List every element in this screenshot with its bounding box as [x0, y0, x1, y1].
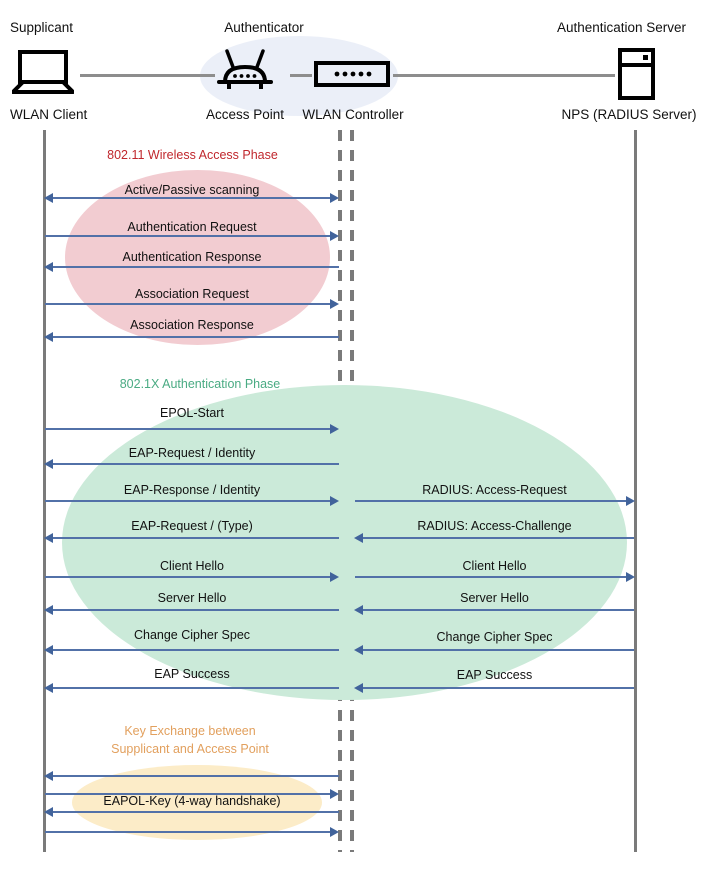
message-label-left-5: EPOL-Start: [160, 406, 224, 420]
message-arrowhead-left-14: [330, 789, 339, 799]
message-arrowhead-left-9: [330, 572, 339, 582]
message-arrowhead-left-13: [44, 771, 53, 781]
message-line-left-1: [45, 235, 333, 237]
message-arrowhead-left-2: [44, 262, 53, 272]
message-label-right-3: Server Hello: [460, 591, 529, 605]
message-line-right-4: [362, 649, 634, 651]
message-line-left-10: [52, 609, 339, 611]
message-arrowhead-left-16: [330, 827, 339, 837]
message-arrowhead-left-3: [330, 299, 339, 309]
message-line-left-16: [45, 831, 333, 833]
message-arrowhead-right-4: [354, 645, 363, 655]
message-label-left-2: Authentication Response: [122, 250, 262, 264]
message-line-left-14: [45, 793, 333, 795]
message-arrowhead-right-2: [626, 572, 635, 582]
server-rack-icon: [617, 48, 657, 100]
message-arrowhead-left-7: [330, 496, 339, 506]
message-arrowhead-left-5: [330, 424, 339, 434]
phase-label-wireless-access: 802.11 Wireless Access Phase: [107, 148, 278, 162]
message-line-left-13: [52, 775, 339, 777]
message-line-left-3: [45, 303, 333, 305]
actor-role-auth-server: Authentication Server: [556, 20, 687, 35]
network-switch-icon: [314, 60, 390, 88]
message-line-left-9: [45, 576, 333, 578]
message-line-left-2: [52, 266, 339, 268]
message-arrowhead-left-0-end: [330, 193, 339, 203]
message-line-left-11: [52, 649, 339, 651]
message-arrowhead-left-8: [44, 533, 53, 543]
message-label-left-4: Association Response: [130, 318, 254, 332]
message-arrowhead-left-10: [44, 605, 53, 615]
wireless-router-icon: [216, 48, 274, 92]
message-label-left-9: Client Hello: [160, 559, 224, 573]
message-line-right-5: [362, 687, 634, 689]
message-line-right-2: [355, 576, 628, 578]
message-arrowhead-left-0-start: [44, 193, 53, 203]
phase-blob-wireless-access: [65, 170, 330, 345]
message-arrowhead-right-1: [354, 533, 363, 543]
message-label-left-1: Authentication Request: [127, 220, 257, 234]
message-label-left-6: EAP-Request / Identity: [128, 446, 256, 460]
message-arrowhead-left-4: [44, 332, 53, 342]
message-label-left-0: Active/Passive scanning: [124, 183, 260, 197]
phase-blob-key-exchange: [72, 765, 322, 840]
message-arrowhead-left-11: [44, 645, 53, 655]
message-label-left-8: EAP-Request / (Type): [131, 519, 253, 533]
phase-blob-dot1x-auth: [62, 385, 627, 700]
actor-role-authenticator: Authenticator: [224, 20, 304, 35]
actor-name-wlan-controller: WLAN Controller: [302, 107, 404, 122]
lifeline-supplicant: [43, 130, 46, 852]
message-label-right-0: RADIUS: Access-Request: [422, 483, 567, 497]
phase-label-dot1x-auth: 802.1X Authentication Phase: [119, 377, 281, 391]
message-line-left-0: [52, 197, 333, 199]
message-line-left-12: [52, 687, 339, 689]
lifeline-auth-server: [634, 130, 637, 852]
message-label-right-1: RADIUS: Access-Challenge: [417, 519, 572, 533]
message-label-left-15: EAPOL-Key (4-way handshake): [103, 794, 281, 808]
message-line-left-5: [45, 428, 333, 430]
message-label-right-5: EAP Success: [456, 668, 533, 682]
message-arrowhead-left-15: [44, 807, 53, 817]
message-arrowhead-left-1: [330, 231, 339, 241]
message-arrowhead-right-3: [354, 605, 363, 615]
message-label-left-3: Association Request: [135, 287, 249, 301]
message-label-right-2: Client Hello: [462, 559, 527, 573]
wire-controller-to-server: [393, 74, 615, 77]
actor-name-auth-server: NPS (RADIUS Server): [561, 107, 697, 122]
message-line-left-4: [52, 336, 339, 338]
message-label-left-7: EAP-Response / Identity: [123, 483, 261, 497]
message-arrowhead-right-0: [626, 496, 635, 506]
message-arrowhead-left-6: [44, 459, 53, 469]
message-line-right-0: [355, 500, 628, 502]
actor-name-access-point: Access Point: [205, 107, 285, 122]
message-label-right-4: Change Cipher Spec: [436, 630, 553, 644]
message-line-right-1: [362, 537, 634, 539]
phase-label-key-exchange-line2: Supplicant and Access Point: [111, 742, 269, 756]
message-label-left-12: EAP Success: [154, 667, 230, 681]
message-line-left-6: [52, 463, 339, 465]
message-line-left-7: [45, 500, 333, 502]
message-line-left-8: [52, 537, 339, 539]
phase-label-key-exchange-line1: Key Exchange between: [124, 724, 256, 738]
message-arrowhead-left-12: [44, 683, 53, 693]
actor-role-supplicant: Supplicant: [10, 20, 74, 35]
wire-ap-to-controller: [290, 74, 312, 77]
laptop-icon: [12, 50, 74, 94]
message-label-left-11: Change Cipher Spec: [133, 628, 251, 642]
wire-client-to-ap: [80, 74, 215, 77]
message-line-right-3: [362, 609, 634, 611]
message-line-left-15: [52, 811, 339, 813]
message-arrowhead-right-5: [354, 683, 363, 693]
actor-name-supplicant: WLAN Client: [10, 107, 88, 122]
message-label-left-10: Server Hello: [157, 591, 227, 605]
